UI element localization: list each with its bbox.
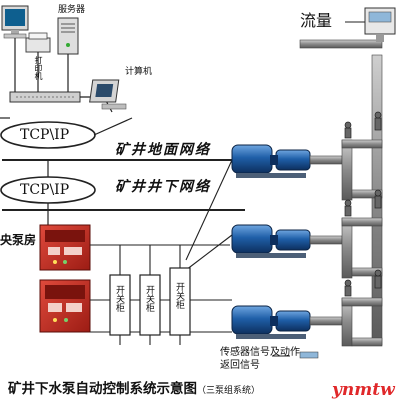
server-icon [57,17,79,55]
tcpip-ellipse-bottom [0,160,96,204]
pump-room-label: 央泵房 [0,233,37,247]
switch-cabinet-1 [109,274,131,336]
control-cabinet-bottom [39,279,91,333]
signal-legend-marker [272,351,319,359]
printer-label: 打印机 [34,56,43,80]
pipe-network [299,39,383,347]
tcpip-label-bottom: TCP\IP [20,182,70,198]
computer-icon [89,79,127,110]
tcpip-label-top: TCP\IP [20,127,70,143]
switch-cabinet-2-label: 开关柜 [144,285,154,312]
flow-label: 流量 [300,11,333,30]
switch-cabinet-3 [169,267,191,336]
computer-label: 计算机 [125,67,153,77]
switch-cabinet-3-label: 开关柜 [174,282,184,309]
ground-network-label: 矿井地面网络 [115,142,211,158]
printer-icon [25,32,51,53]
signal-label-line2: 返回信号 [220,360,260,371]
control-cabinet-top [39,224,91,271]
diagram-title-note: （三泵组系统） [197,386,261,396]
diagram-title: 矿井下水泵自动控制系统示意图（三泵组系统） [8,377,260,397]
flow-meter-icon [364,7,396,42]
switch-cabinet-2 [139,274,161,336]
pump-3 [231,305,311,339]
pump-2 [231,224,311,258]
underground-network-label: 矿井井下网络 [115,179,211,195]
valve-icons [344,111,382,297]
monitor-icon [1,5,29,39]
diagram-title-text: 矿井下水泵自动控制系统示意图 [8,381,197,397]
pump-1 [231,144,311,178]
watermark: ynmtw [332,380,395,400]
switch-cabinet-1-label: 开关柜 [114,285,124,312]
tcpip-ellipse-top [0,117,133,149]
network-switch-icon [9,91,81,103]
signal-label-line1: 传感器信号及动作 [220,347,300,358]
server-label: 服务器 [58,5,86,15]
